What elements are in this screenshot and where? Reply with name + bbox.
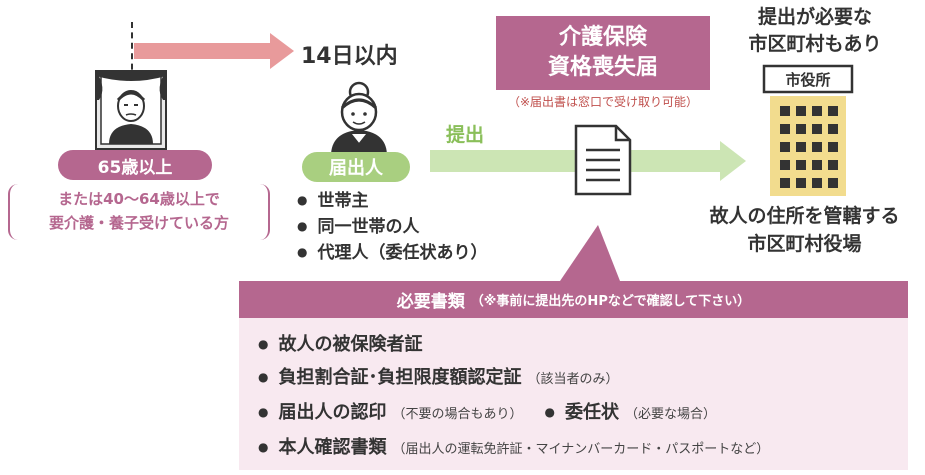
callout-pointer bbox=[560, 225, 620, 281]
city-label-line-1: 故人の住所を管轄する bbox=[709, 205, 900, 227]
list-item: 世帯主 bbox=[297, 188, 487, 214]
doc-label: 委任状 bbox=[564, 402, 619, 423]
list-item: 同一世帯の人 bbox=[297, 214, 487, 240]
city-note-line-1: 提出が必要な bbox=[757, 6, 872, 28]
doc-label: 本人確認書類 bbox=[278, 437, 387, 458]
city-label-line-2: 市区町村役場 bbox=[747, 233, 862, 255]
applicant-list: 世帯主 同一世帯の人 代理人（委任状あり） bbox=[297, 188, 487, 266]
bullet: ● bbox=[544, 405, 555, 419]
timeline-start-marker bbox=[131, 22, 133, 80]
city-office-label: 故人の住所を管轄する 市区町村役場 bbox=[684, 202, 925, 258]
required-docs-list: ● 故人の被保険者証 ● 負担割合証･負担限度額認定証 （該当者のみ） ● 届出人の認印… bbox=[258, 328, 769, 466]
city-hall-building-icon: 市役所 bbox=[762, 64, 854, 196]
document-icon bbox=[574, 124, 632, 196]
doc-sub-note: （必要な場合） bbox=[624, 407, 716, 422]
age-badge: 65歳以上 bbox=[58, 150, 212, 180]
list-item: ● 負担割合証･負担限度額認定証 （該当者のみ） bbox=[258, 361, 769, 396]
doc-label: 故人の被保険者証 bbox=[278, 334, 423, 355]
form-note: （※届出書は窓口で受け取り可能） bbox=[507, 95, 699, 109]
list-item: ● 届出人の認印 （不要の場合もあり） ● 委任状 （必要な場合） bbox=[258, 396, 769, 431]
required-docs-panel bbox=[239, 318, 908, 470]
age-condition-note: または40〜64歳以上で 要介護・養子受けている方 bbox=[8, 187, 270, 235]
submit-label: 提出 bbox=[446, 124, 485, 146]
bullet: ● bbox=[258, 370, 269, 384]
form-title-line-2: 資格喪失届 bbox=[547, 55, 658, 80]
bullet: ● bbox=[258, 440, 269, 454]
applicant-badge: 届出人 bbox=[302, 152, 410, 182]
doc-label: 届出人の認印 bbox=[278, 402, 387, 423]
required-docs-note: （※事前に提出先のHPなどで確認して下さい） bbox=[470, 294, 751, 309]
list-item: ● 本人確認書類 （届出人の運転免許証・マイナンバーカード・パスポートなど） bbox=[258, 431, 769, 466]
deceased-portrait-icon bbox=[95, 70, 167, 150]
deadline-arrow-head bbox=[270, 33, 294, 69]
city-note-line-2: 市区町村もあり bbox=[748, 33, 882, 55]
list-item: ● 故人の被保険者証 bbox=[258, 328, 769, 361]
bullet: ● bbox=[258, 337, 269, 351]
city-requirement-note: 提出が必要な 市区町村もあり bbox=[705, 4, 925, 58]
age-condition-line-1: または40〜64歳以上で bbox=[58, 190, 220, 208]
deadline-arrow-shaft bbox=[134, 43, 272, 59]
list-item: 代理人（委任状あり） bbox=[297, 240, 487, 266]
doc-sub-note: （届出人の運転免許証・マイナンバーカード・パスポートなど） bbox=[392, 442, 770, 457]
form-title-box: 介護保険 資格喪失届 bbox=[496, 16, 710, 90]
doc-sub-note: （不要の場合もあり） bbox=[392, 407, 523, 422]
age-condition-line-2: 要介護・養子受けている方 bbox=[48, 214, 229, 232]
condition-bracket bbox=[8, 184, 270, 240]
form-title-line-1: 介護保険 bbox=[558, 25, 647, 50]
required-docs-header: 必要書類 （※事前に提出先のHPなどで確認して下さい） bbox=[239, 281, 908, 318]
doc-sub-note: （該当者のみ） bbox=[527, 372, 619, 387]
required-docs-title: 必要書類 bbox=[396, 292, 465, 312]
deadline-label: 14日以内 bbox=[301, 44, 398, 69]
doc-label: 負担割合証･負担限度額認定証 bbox=[278, 367, 522, 388]
submit-arrow-head bbox=[720, 141, 746, 181]
bullet: ● bbox=[258, 405, 269, 419]
city-hall-sign: 市役所 bbox=[785, 71, 830, 89]
applicant-person-icon bbox=[331, 81, 387, 156]
